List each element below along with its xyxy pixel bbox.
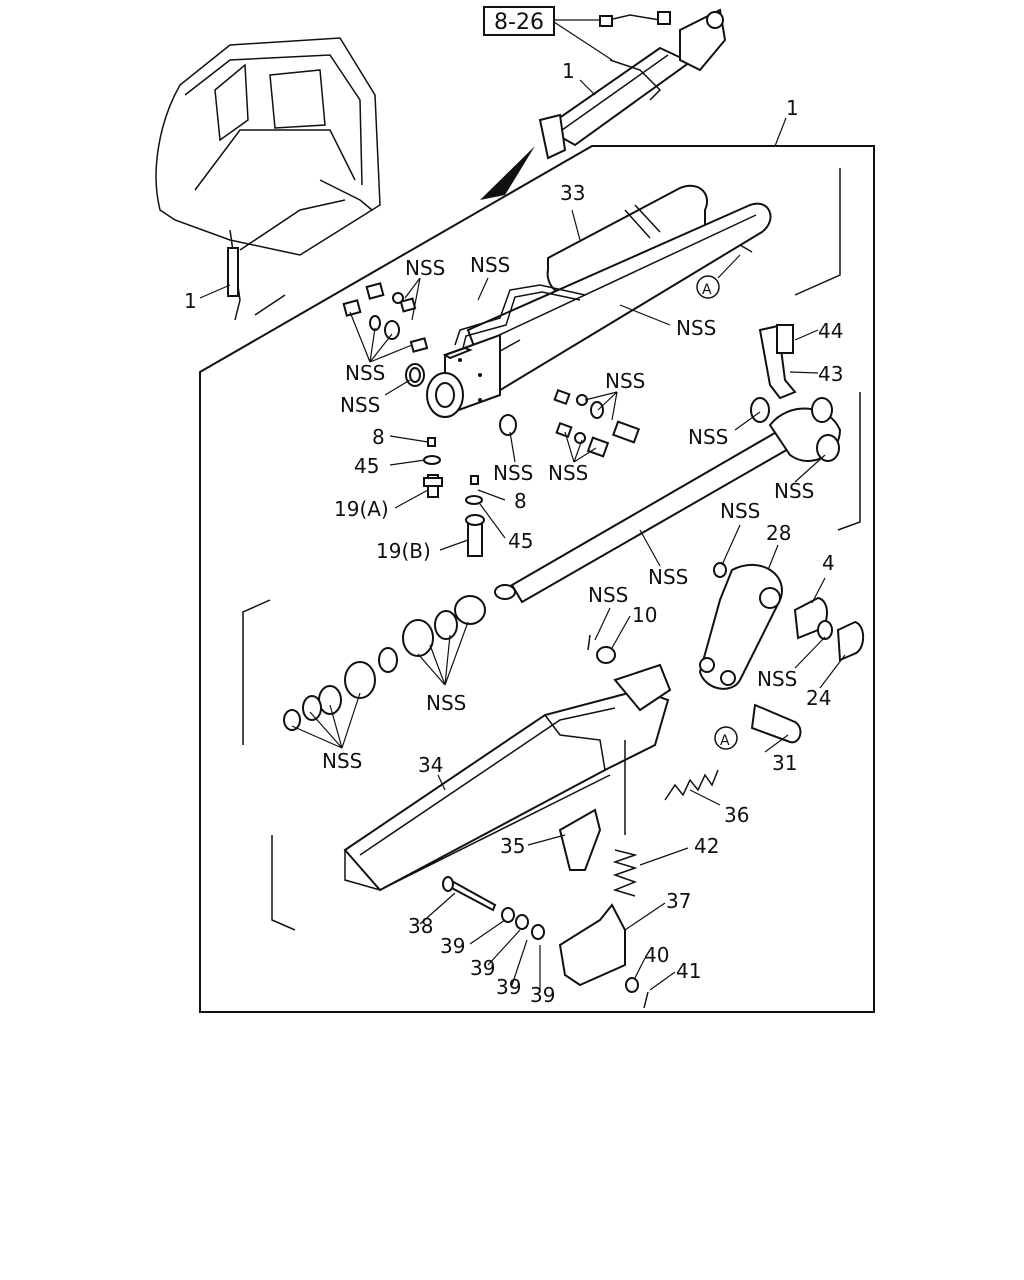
group-bracket-left: [242, 599, 271, 745]
callout-nss-10: NSS: [588, 583, 628, 607]
part-39-washer: [515, 914, 529, 930]
callout-nss-rod: NSS: [648, 565, 688, 589]
part-44-bolt: [776, 324, 794, 354]
linkage-bracket: [613, 663, 672, 712]
callout-nss-clip: NSS: [720, 499, 760, 523]
callout-8a: 8: [372, 425, 385, 449]
callout-19b: 19(B): [376, 539, 431, 563]
callout-1-frame: 1: [786, 96, 799, 120]
callout-8b: 8: [514, 489, 527, 513]
part-37-bracket: [558, 903, 626, 987]
callout-41: 41: [676, 959, 701, 983]
part-31-pin: [750, 703, 802, 744]
leader-lines: [199, 79, 846, 992]
shift-lever-assembly-thumbnail: [538, 8, 727, 160]
callout-40: 40: [644, 943, 669, 967]
part-38-pin: [446, 878, 497, 912]
reference-box-label[interactable]: 8-26: [494, 10, 544, 35]
callout-nss-right1: NSS: [605, 369, 645, 393]
part-34-channel: [343, 688, 670, 892]
callout-39a: 39: [440, 934, 465, 958]
part-10-washer: [596, 646, 616, 664]
part-24-bushing: [836, 620, 865, 662]
callout-nss-top2: NSS: [470, 253, 510, 277]
side-fittings: [499, 388, 641, 458]
callout-nss-right2: NSS: [548, 461, 588, 485]
callout-45b: 45: [508, 529, 533, 553]
callout-a-lower: A: [720, 733, 730, 749]
pin-8b: [470, 475, 479, 485]
seal-stack: [283, 595, 486, 731]
group-bracket-shaft: [837, 392, 861, 531]
callout-a-upper: A: [702, 282, 712, 298]
callout-nss-bush1: NSS: [688, 425, 728, 449]
cab-sketch: [155, 37, 381, 321]
callout-39c: 39: [496, 975, 521, 999]
part-28-lever: [698, 562, 783, 690]
washer-45a: [423, 455, 441, 465]
callout-nss-24: NSS: [757, 667, 797, 691]
callout-24: 24: [806, 686, 831, 710]
callout-37: 37: [666, 889, 691, 913]
callout-43: 43: [818, 362, 843, 386]
part-42-spring: [612, 849, 638, 897]
upper-shift-tube: [466, 202, 772, 397]
callout-nss-left2: NSS: [340, 393, 380, 417]
bolt-19b: [465, 514, 485, 557]
callout-4: 4: [822, 551, 835, 575]
callout-34: 34: [418, 753, 443, 777]
callout-nss-pipe: NSS: [676, 316, 716, 340]
group-bracket-right: [794, 168, 841, 296]
part-40-washer: [625, 977, 639, 993]
callout-nss-bush2: NSS: [774, 479, 814, 503]
callout-45a: 45: [354, 454, 379, 478]
callout-19a: 19(A): [334, 497, 389, 521]
part-39-washer: [531, 924, 545, 940]
reference-box[interactable]: [483, 6, 555, 36]
callout-35: 35: [500, 834, 525, 858]
callout-31: 31: [772, 751, 797, 775]
pivot-block: [426, 333, 501, 418]
diagram-frame: [199, 145, 875, 1013]
callout-33: 33: [560, 181, 585, 205]
part-36-spring: [664, 769, 719, 801]
callout-nss-seal2: NSS: [322, 749, 362, 773]
callout-nss-mid: NSS: [493, 461, 533, 485]
callout-36: 36: [724, 803, 749, 827]
callout-nss-left1: NSS: [345, 361, 385, 385]
callout-39d: 39: [530, 983, 555, 1007]
callout-38: 38: [408, 914, 433, 938]
washer-45b: [465, 495, 483, 505]
callout-nss-seal: NSS: [426, 691, 466, 715]
callout-44: 44: [818, 319, 843, 343]
exploded-view-arrow: [480, 146, 535, 200]
block-fittings: [342, 282, 429, 387]
part-35-bracket: [558, 808, 602, 871]
bolt-19a: [423, 474, 443, 498]
callout-42: 42: [694, 834, 719, 858]
seal-ring: [817, 620, 833, 640]
callout-1-top: 1: [562, 59, 575, 83]
callout-nss-top1: NSS: [405, 256, 445, 280]
pin-8a: [427, 437, 436, 447]
callout-1-cab: 1: [184, 289, 197, 313]
part-39-washer: [501, 907, 515, 923]
callout-28: 28: [766, 521, 791, 545]
pipe: [454, 284, 586, 346]
callout-39b: 39: [470, 956, 495, 980]
callout-10: 10: [632, 603, 657, 627]
cross-shaft: [494, 397, 842, 604]
group-bracket-channel: [271, 835, 296, 931]
part-41-cotter-pin: [643, 991, 649, 1009]
